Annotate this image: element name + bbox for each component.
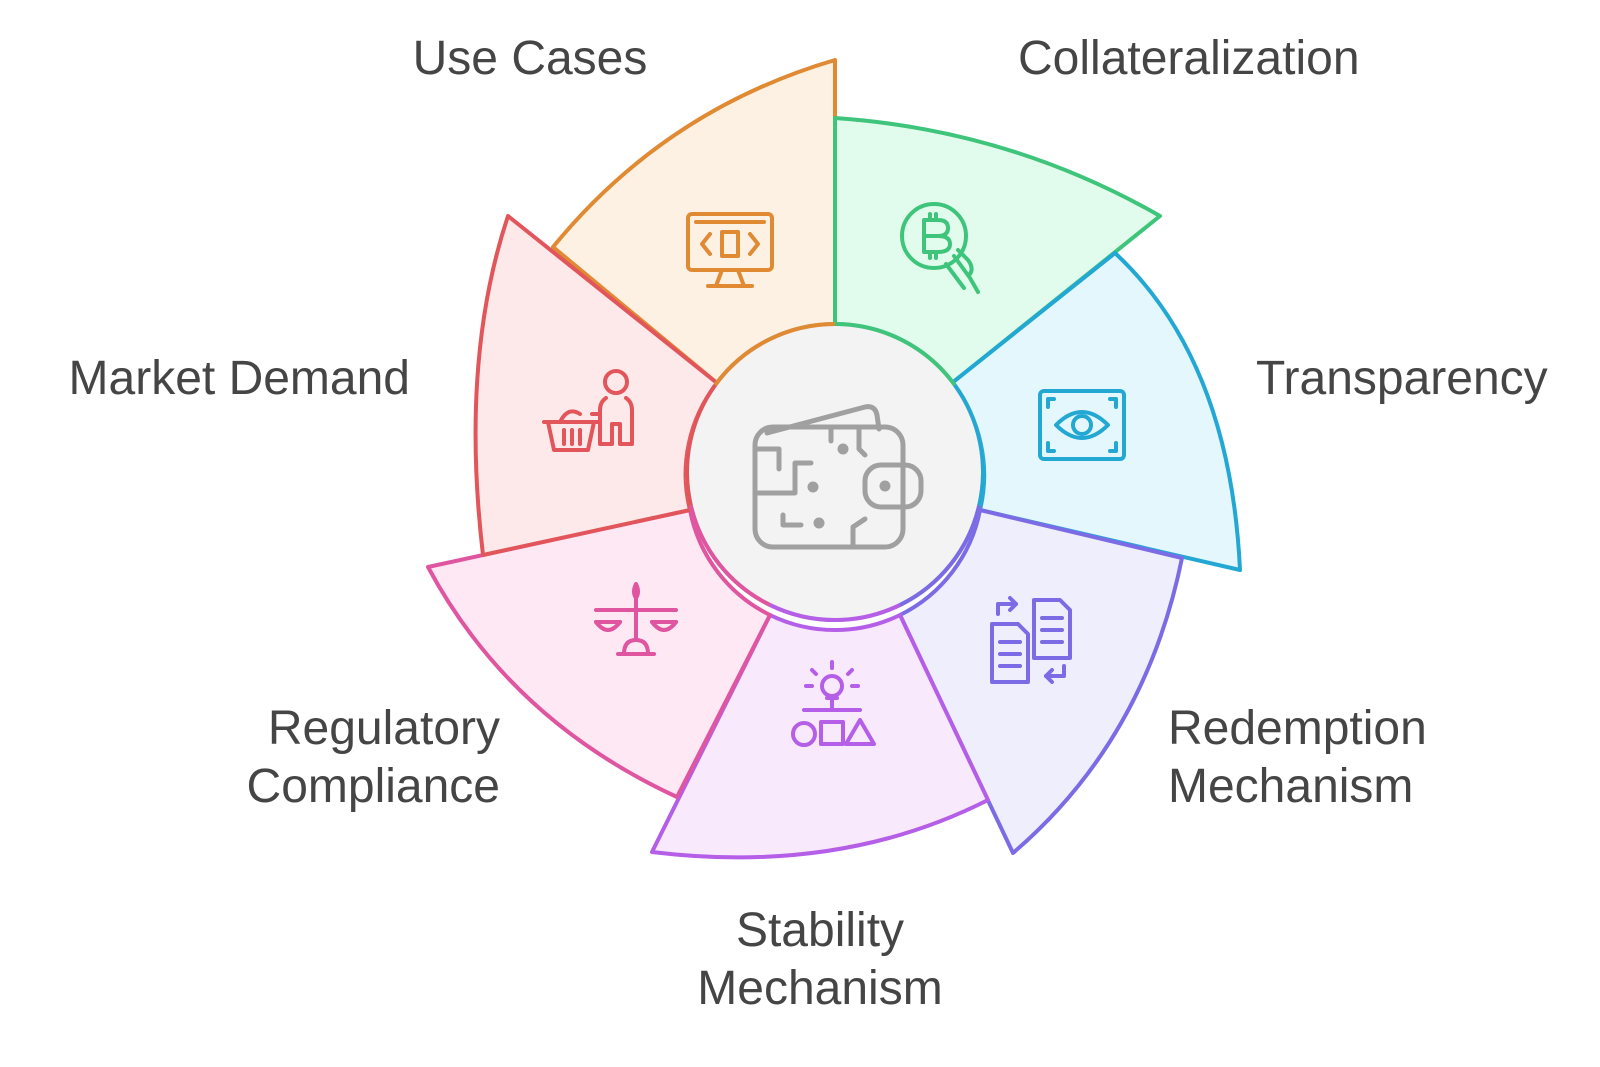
digital-wallet-icon — [752, 404, 924, 550]
segment-regulatory — [426, 508, 772, 799]
label-market-demand: Market Demand — [68, 352, 410, 405]
center-ring-arc — [688, 504, 771, 607]
center-ring-arc — [899, 504, 982, 607]
label-use-cases: Use Cases — [412, 32, 648, 85]
eye-scan-icon — [1038, 389, 1126, 461]
label-transparency: Transparency — [1256, 352, 1548, 405]
label-collateralization: Collateralization — [1018, 32, 1360, 85]
center-ring-arc — [834, 322, 957, 387]
wheel-segments — [426, 58, 1242, 860]
segment-redemption — [898, 508, 1184, 855]
balance-scale-icon — [594, 582, 678, 656]
lightbulb-shapes-icon — [791, 660, 876, 747]
monitor-code-icon — [686, 212, 774, 288]
label-regulatory-compliance: Regulatory Compliance — [246, 702, 500, 813]
bitcoin-hand-icon — [900, 202, 980, 294]
document-exchange-icon — [990, 596, 1072, 684]
center-hub — [685, 322, 985, 622]
label-stability-mechanism: Stability Mechanism — [697, 904, 943, 1015]
center-ring-arc — [769, 603, 901, 622]
shopper-basket-icon — [542, 369, 634, 452]
center-ring-arc — [685, 383, 717, 506]
center-ring-arc — [713, 322, 836, 387]
label-redemption-mechanism: Redemption Mechanism — [1168, 702, 1427, 813]
center-ring-arc — [953, 383, 985, 506]
center-ring — [685, 322, 985, 622]
